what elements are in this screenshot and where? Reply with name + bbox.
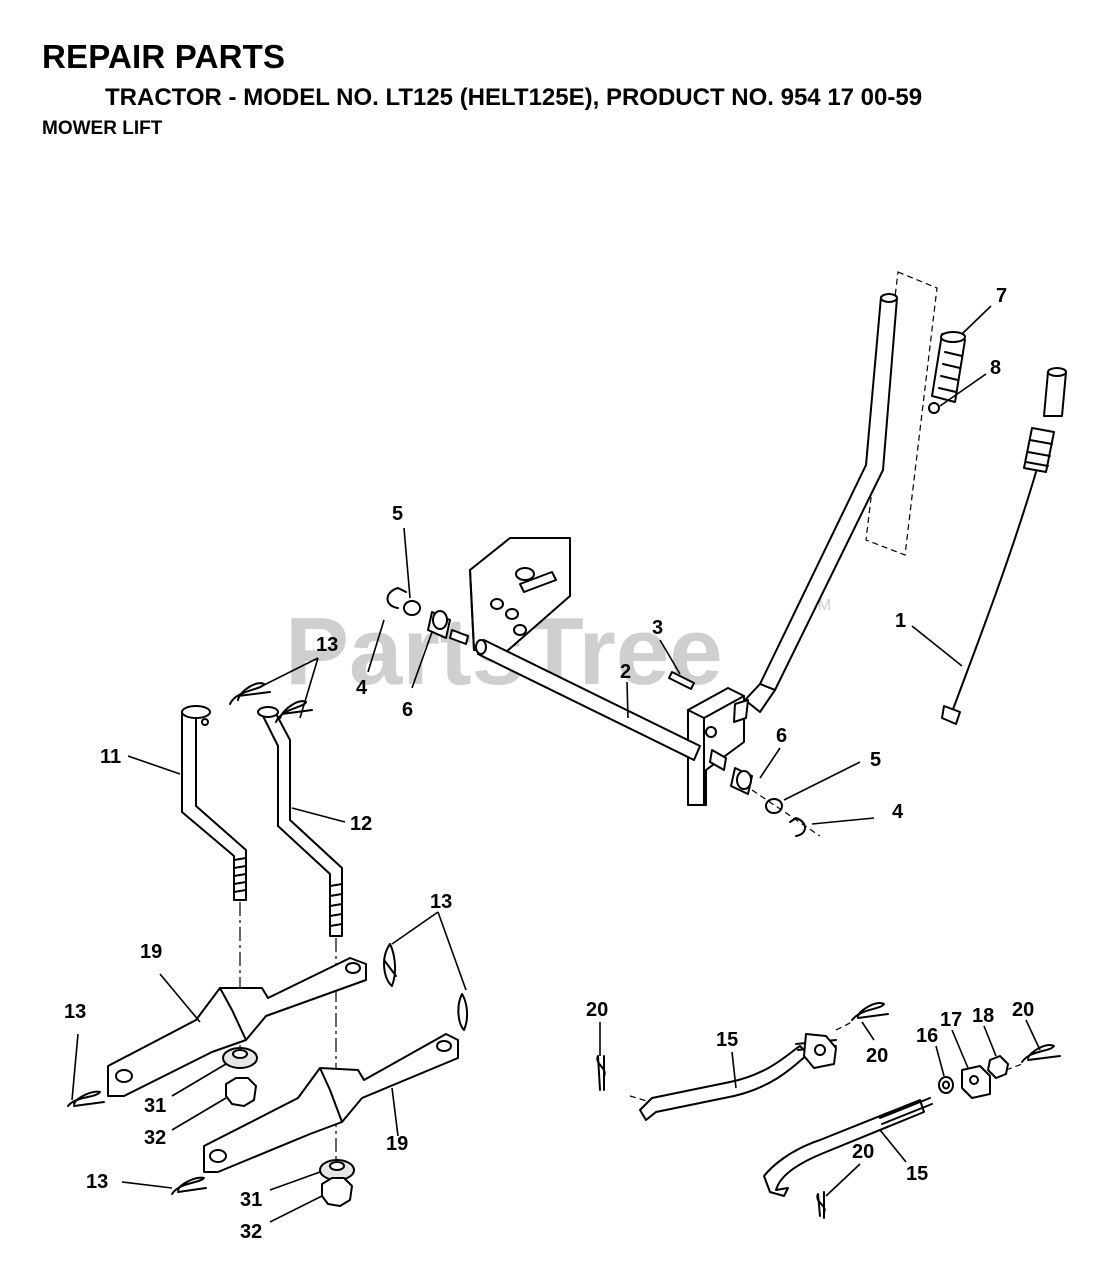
- nut-32-upper: [225, 1077, 257, 1107]
- cable-assembly: [941, 367, 1067, 725]
- callout-15: 15: [716, 1029, 738, 1051]
- washer-left: [403, 600, 421, 616]
- callouts: 1 2 3 4 4 5 5 6 6 7 8 11 12 13 13 13 13 …: [64, 285, 1034, 1243]
- hairpin-clip-1: [229, 682, 271, 705]
- callout-20: 20: [852, 1141, 874, 1163]
- callout-16: 16: [916, 1025, 938, 1047]
- callout-15: 15: [906, 1163, 928, 1185]
- callout-5: 5: [870, 749, 881, 771]
- callout-4: 4: [892, 801, 904, 823]
- callout-20: 20: [1012, 999, 1034, 1021]
- mounting-plate: [469, 537, 571, 653]
- callout-31: 31: [144, 1095, 166, 1117]
- callout-1: 1: [895, 610, 906, 632]
- callout-5: 5: [392, 503, 403, 525]
- lift-arm-lower: [203, 1033, 459, 1173]
- callout-20: 20: [586, 999, 608, 1021]
- callout-2: 2: [620, 661, 631, 683]
- callout-3: 3: [652, 617, 663, 639]
- hairpin-clip-3: [67, 1090, 105, 1107]
- washer-31-upper: [222, 1047, 258, 1069]
- callout-18: 18: [972, 1005, 994, 1027]
- lift-arm-upper: [107, 957, 367, 1097]
- callout-4: 4: [356, 677, 368, 699]
- clip-left: [386, 587, 407, 609]
- trunnion-block-17: [961, 1065, 991, 1099]
- lift-handle: [744, 293, 898, 713]
- handle-bracket: [687, 687, 749, 806]
- callout-8: 8: [990, 357, 1001, 379]
- page-title: REPAIR PARTS: [42, 38, 286, 75]
- callout-11: 11: [100, 746, 121, 768]
- hairpin-clip-6: [457, 993, 469, 1031]
- callout-13: 13: [86, 1171, 108, 1193]
- leader-lines: [71, 305, 1041, 1223]
- callout-6: 6: [776, 725, 787, 747]
- bushing-right: [709, 749, 753, 795]
- adjuster-rod-lower: [763, 1097, 933, 1197]
- callout-19: 19: [140, 941, 162, 963]
- hairpin-clip-4: [171, 1176, 207, 1195]
- callout-32: 32: [240, 1221, 262, 1243]
- hairpin-clip-8: [1021, 1044, 1061, 1063]
- callout-31: 31: [240, 1189, 262, 1211]
- lift-link-left: [181, 705, 247, 901]
- hairpin-clip-7: [851, 1002, 889, 1021]
- page-subtitle: TRACTOR - MODEL NO. LT125 (HELT125E), PR…: [105, 84, 923, 111]
- callout-6: 6: [402, 699, 413, 721]
- section-title: MOWER LIFT: [42, 118, 163, 139]
- pin: [668, 671, 695, 690]
- callout-17: 17: [940, 1009, 962, 1031]
- nut-16: [938, 1076, 954, 1094]
- nut-32-lower: [321, 1177, 353, 1207]
- nut-18: [987, 1055, 1009, 1079]
- set-screw: [928, 402, 940, 414]
- washer-right: [765, 798, 783, 814]
- bushing-left: [427, 610, 469, 645]
- callout-13: 13: [430, 891, 452, 913]
- handle-grip: [931, 331, 966, 403]
- callout-12: 12: [350, 813, 372, 835]
- lift-link-right: [257, 706, 343, 937]
- callout-20: 20: [866, 1045, 888, 1067]
- callout-13: 13: [316, 634, 338, 656]
- callout-32: 32: [144, 1127, 166, 1149]
- callout-19: 19: [386, 1133, 408, 1155]
- hairpin-clip-5: [383, 943, 397, 987]
- hairpin-clip-2: [275, 700, 313, 723]
- callout-7: 7: [996, 285, 1007, 307]
- cotter-pin-2: [816, 1191, 826, 1219]
- trunnion-block-upper: [803, 1033, 837, 1069]
- cotter-pin-1: [596, 1055, 606, 1091]
- callout-13: 13: [64, 1001, 86, 1023]
